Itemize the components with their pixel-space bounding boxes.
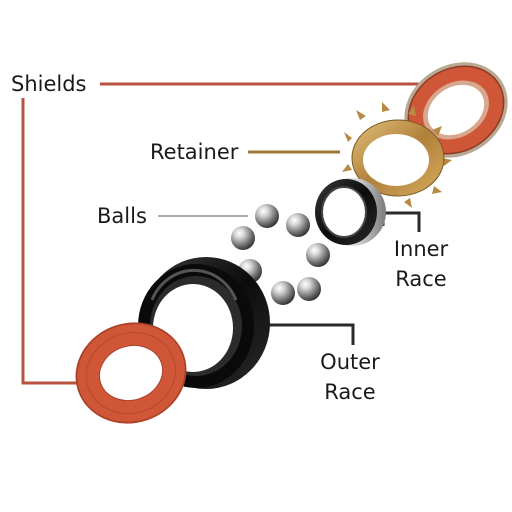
inner-race-leader bbox=[381, 211, 421, 232]
ball bbox=[271, 281, 295, 305]
outer-race-label-line2: Race bbox=[324, 380, 376, 404]
balls-label: Balls bbox=[97, 204, 147, 228]
leader-lines bbox=[21, 82, 428, 385]
retainer-cage bbox=[342, 102, 452, 208]
retainer-label: Retainer bbox=[150, 140, 239, 164]
ball bbox=[306, 243, 330, 267]
ball bbox=[297, 277, 321, 301]
ball bbox=[286, 213, 310, 237]
bottom-shield bbox=[75, 322, 187, 424]
inner-race-label: Inner Race bbox=[383, 236, 459, 292]
outer-race-label: Outer Race bbox=[310, 349, 390, 405]
top-shield bbox=[404, 62, 508, 158]
inner-race-label-line1: Inner bbox=[393, 237, 449, 261]
balls bbox=[231, 204, 330, 305]
ball bbox=[255, 204, 279, 228]
outer-race-label-line1: Outer bbox=[320, 350, 380, 374]
inner-race-label-line2: Race bbox=[395, 267, 447, 291]
inner-race bbox=[315, 178, 386, 246]
outer-race-leader bbox=[262, 323, 355, 345]
shields-leader-bottom bbox=[21, 98, 80, 385]
shields-label: Shields bbox=[11, 72, 87, 96]
ball bbox=[231, 226, 255, 250]
